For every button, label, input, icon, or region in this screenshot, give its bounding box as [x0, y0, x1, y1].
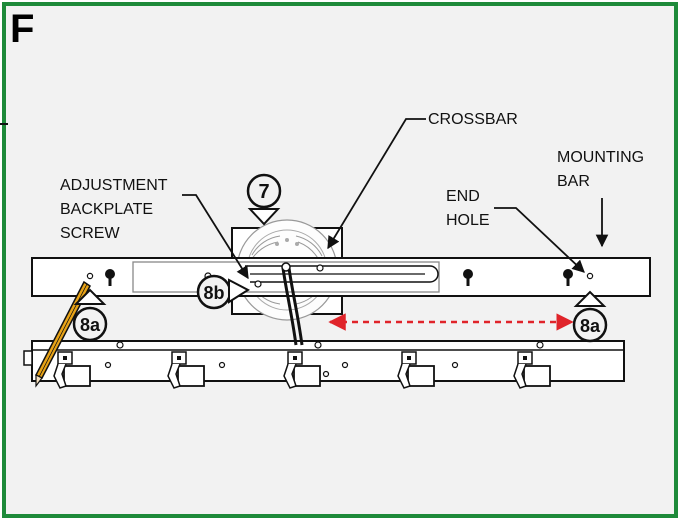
pencil-icon	[34, 280, 91, 388]
adjustment-label-line2: BACKPLATE	[60, 201, 153, 218]
fixture-clips	[53, 351, 551, 389]
crossbar-label: CROSSBAR	[428, 111, 518, 128]
step-8a-right-label: 8a	[580, 316, 601, 336]
adjustment-label-line1: ADJUSTMENT	[60, 177, 168, 194]
adjustment-label-line3: SCREW	[60, 225, 120, 242]
mounting-bar	[31, 257, 651, 297]
adjustment-screw-leader	[182, 194, 249, 280]
step-8a-left-label: 8a	[80, 315, 101, 335]
mounting-bar-label-line1: MOUNTING	[557, 149, 644, 166]
panel-letter: F	[10, 7, 34, 51]
mounting-bar-label-line2: BAR	[557, 173, 590, 190]
step-marker-8a-left: 8a	[72, 288, 108, 342]
crossbar-leader	[327, 118, 426, 250]
end-hole-label-line2: HOLE	[446, 212, 490, 229]
step-marker-8a-right: 8a	[572, 290, 608, 343]
step-7-label: 7	[258, 181, 269, 203]
end-hole-leader	[494, 207, 585, 273]
step-marker-8b: 8b	[196, 274, 250, 310]
step-8b-label: 8b	[203, 283, 224, 303]
step-marker-7: 7	[246, 173, 282, 226]
fixture-wires	[281, 262, 304, 346]
end-hole-label-line1: END	[446, 188, 480, 205]
